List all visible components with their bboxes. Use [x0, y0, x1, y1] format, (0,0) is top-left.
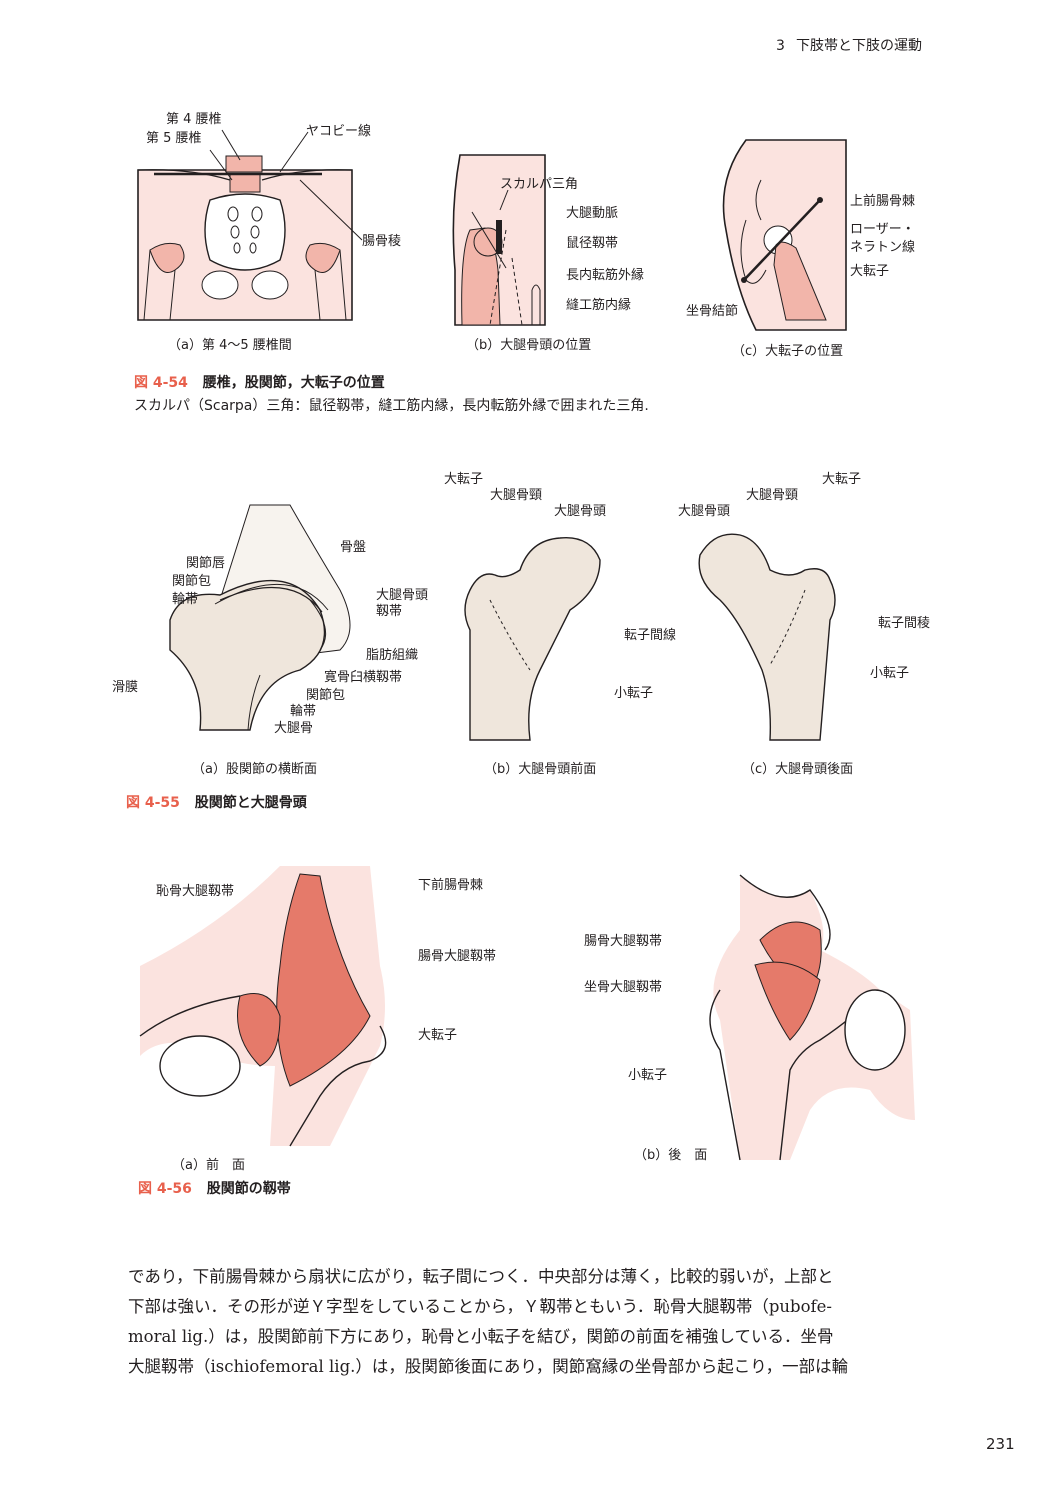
fig55-number: 図 4-55: [126, 795, 180, 811]
label-greater-trochanter-c2: 大転子: [822, 472, 862, 487]
label-fat-tissue: 脂肪組織: [366, 648, 419, 663]
label-scarpa-triangle: スカルパ三角: [500, 177, 579, 192]
page-number: 231: [986, 1435, 1015, 1453]
fig55c-caption: （c）大腿骨頭後面: [742, 762, 854, 777]
label-intertrochanteric-crest: 転子間稜: [878, 616, 931, 631]
label-sartorius: 縫工筋内縁: [566, 298, 632, 313]
fig54-note: スカルパ（Scarpa）三角：鼠径靱帯，縫工筋内縁，長内転筋外縁で囲まれた三角.: [134, 398, 649, 414]
label-zona-1: 輪帯: [172, 592, 199, 607]
fig54b-hip-illustration: [452, 154, 546, 326]
label-iliofemoral-ligament-b: 腸骨大腿靱帯: [584, 934, 663, 949]
fig54c-hip-side-illustration: [722, 139, 847, 331]
fig56a-caption: （a）前 面: [172, 1158, 245, 1173]
label-aiis: 下前腸骨棘: [418, 878, 484, 893]
label-femoral-head-b: 大腿骨頭: [554, 504, 607, 519]
label-zona-2: 輪帯: [290, 704, 317, 719]
label-lesser-trochanter-56b: 小転子: [628, 1068, 668, 1083]
label-femoral-head-c: 大腿骨頭: [678, 504, 731, 519]
fig55b-femur-anterior-illustration: [464, 536, 601, 741]
body-line: であり，下前腸骨棘から扇状に広がり，転子間につく．中央部分は薄く，比較的弱いが，…: [128, 1267, 834, 1286]
fig54b-caption: （b）大腿骨頭の位置: [466, 338, 592, 353]
body-text: であり，下前腸骨棘から扇状に広がり，転子間につく．中央部分は薄く，比較的弱いが，…: [128, 1262, 940, 1382]
label-iliac-crest: 腸骨稜: [362, 234, 402, 249]
label-jacoby-line: ヤコビー線: [306, 124, 372, 139]
label-capsule-1: 関節包: [172, 574, 212, 589]
label-ligament: 靱帯: [376, 604, 403, 619]
label-greater-trochanter-b: 大転子: [444, 472, 484, 487]
fig56-title: 股関節の靱帯: [206, 1181, 291, 1197]
label-nelaton-line: ネラトン線: [850, 240, 916, 255]
label-femoral-neck-c: 大腿骨頸: [746, 488, 799, 503]
body-line: 下部は強い．その形が逆Ｙ字型をしていることから，Ｙ靱帯ともいう．恥骨大腿靱帯（p…: [128, 1297, 832, 1316]
label-synovium: 滑膜: [112, 680, 139, 695]
chapter-number: 3: [776, 38, 785, 54]
label-labrum: 関節唇: [186, 556, 226, 571]
body-line: moral lig.）は，股関節前下方にあり，恥骨と小転子を結び，関節の前面を補…: [128, 1327, 834, 1346]
label-lesser-trochanter-b: 小転子: [614, 686, 654, 701]
label-capsule-2: 関節包: [306, 688, 346, 703]
label-iliofemoral-ligament-a: 腸骨大腿靱帯: [418, 949, 497, 964]
fig56b-posterior-ligament-illustration: [709, 874, 915, 1161]
label-transverse-ligament: 寛骨臼横靱帯: [324, 670, 403, 685]
fig55a-hip-section-illustration: [169, 504, 351, 731]
label-pelvis: 骨盤: [340, 540, 367, 555]
fig54c-caption: （c）大転子の位置: [732, 344, 844, 359]
label-intertrochanteric-line: 転子間線: [624, 628, 677, 643]
chapter-title: 下肢帯と下肢の運動: [796, 38, 922, 54]
label-lesser-trochanter-c: 小転子: [870, 666, 910, 681]
fig56-number: 図 4-56: [138, 1181, 192, 1197]
label-asis: 上前腸骨棘: [850, 194, 916, 209]
fig54a-caption: （a）第 4〜5 腰椎間: [168, 338, 292, 353]
fig54-number: 図 4-54: [134, 375, 188, 391]
fig55b-caption: （b）大腿骨頭前面: [484, 762, 597, 777]
fig56a-anterior-ligament-illustration: [139, 866, 387, 1147]
fig56b-caption: （b）後 面: [634, 1148, 708, 1163]
label-femoral-artery: 大腿動脈: [566, 206, 619, 221]
label-greater-trochanter-c: 大転子: [850, 264, 890, 279]
fig55-title: 股関節と大腿骨頭: [194, 795, 307, 811]
label-roser: ローザー・: [850, 222, 915, 237]
label-femur: 大腿骨: [274, 721, 314, 736]
body-line: 大腿靱帯（ischiofemoral lig.）は，股関節後面にあり，関節窩縁の…: [128, 1357, 849, 1376]
label-femoral-neck-b: 大腿骨頸: [490, 488, 543, 503]
label-ischial-tuberosity: 坐骨結節: [686, 304, 739, 319]
label-femoral-head-1: 大腿骨頭: [376, 588, 429, 603]
fig55a-caption: （a）股関節の横断面: [192, 762, 317, 777]
label-greater-trochanter-56a: 大転子: [418, 1028, 458, 1043]
label-ischiofemoral-ligament: 坐骨大腿靱帯: [584, 980, 663, 995]
fig55c-femur-posterior-illustration: [698, 533, 836, 741]
fig54a-pelvis-illustration: [137, 129, 363, 321]
fig54-title: 腰椎，股関節，大転子の位置: [202, 375, 385, 391]
label-4th-lumbar: 第 4 腰椎: [166, 112, 222, 127]
label-5th-lumbar: 第 5 腰椎: [146, 131, 202, 146]
label-pubofemoral-ligament-a: 恥骨大腿靱帯: [156, 884, 235, 899]
label-inguinal-ligament: 鼠径靱帯: [566, 236, 619, 251]
label-adductor-longus: 長内転筋外縁: [566, 268, 645, 283]
